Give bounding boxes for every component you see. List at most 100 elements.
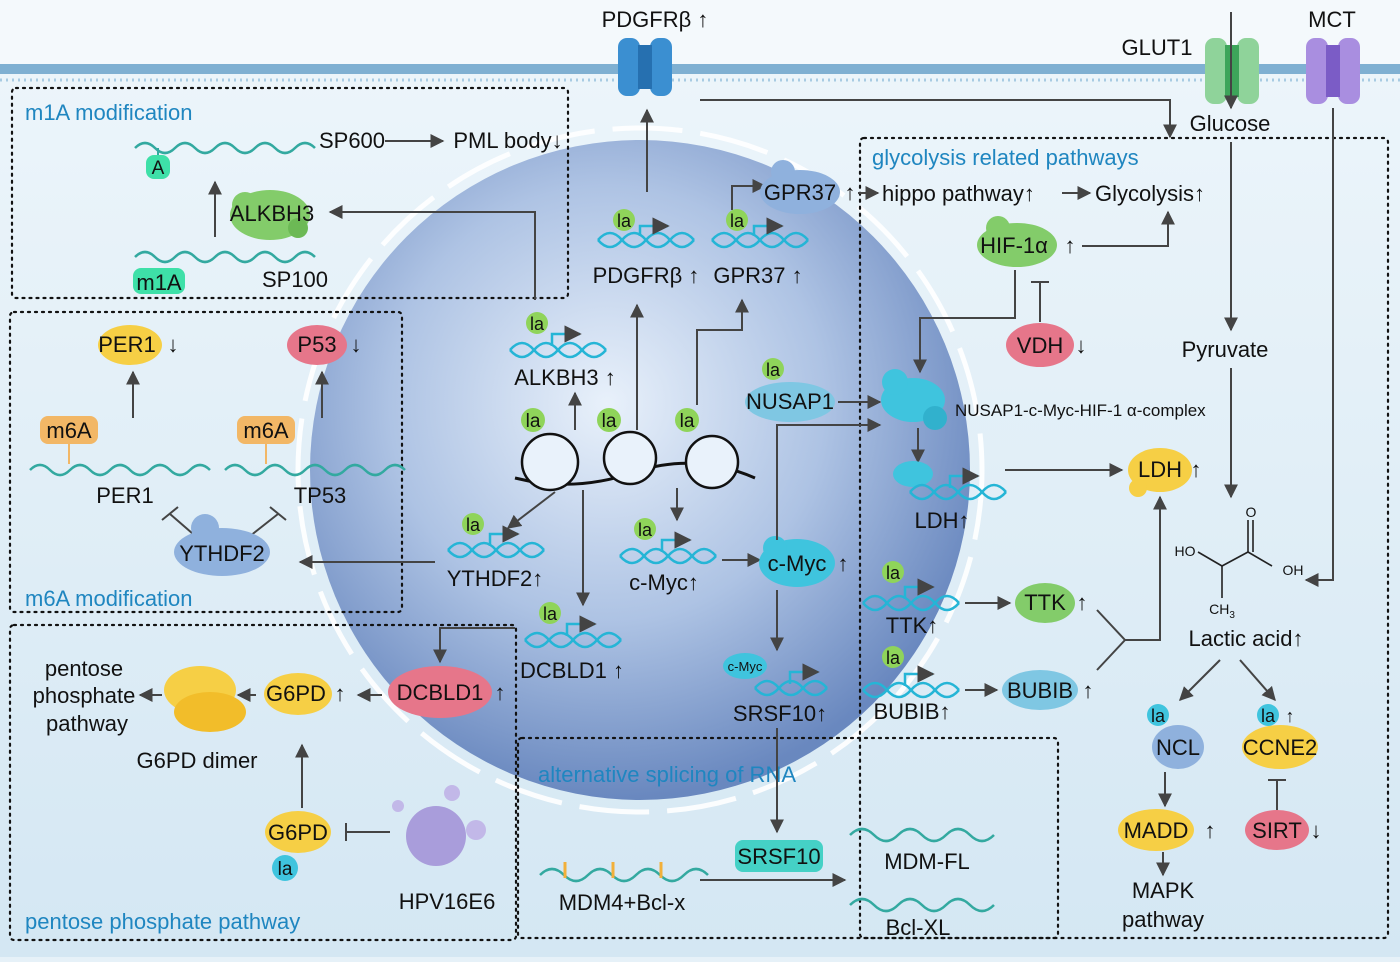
m1a-section-box: [10, 86, 570, 300]
alkbh3-protein: [230, 190, 310, 240]
dcbld1-gene-la: la: [543, 604, 558, 624]
mapk-label-2: pathway: [1122, 907, 1204, 932]
glucose-label: Glucose: [1190, 111, 1271, 136]
srsf10-gene-label: SRSF10↑: [733, 701, 827, 726]
sirt-protein: [1245, 810, 1309, 850]
gpr37-gene-label: GPR37 ↑: [713, 263, 802, 288]
bcl-xl-rna: [849, 897, 995, 913]
a-mark: [146, 155, 170, 179]
nucleosome-to-ythdf2-gene: [506, 491, 556, 529]
vdh-inhibits-hif1a: [1031, 281, 1049, 322]
extracellular-space: [0, 0, 1400, 64]
hif1a-protein: [977, 216, 1057, 267]
srsf10-cmyc-small-label: c-Myc: [728, 659, 763, 674]
per1-protein: [98, 325, 162, 365]
mct-to-lactate: [1304, 108, 1334, 587]
g6pd-bottom-protein: [265, 811, 331, 881]
vdh-label: VDH: [1017, 333, 1063, 358]
alkbh3-label: ALKBH3: [230, 201, 314, 226]
m6a-right-mark: [237, 416, 295, 444]
cmyc-to-complex: [776, 418, 882, 540]
hpv-inhibits-g6pd: [345, 823, 390, 841]
sirt-inhibits-ccne2: [1268, 779, 1286, 810]
gpr37-protein-label: GPR37: [764, 180, 836, 205]
g6pd-bottom-label: G6PD: [268, 820, 328, 845]
dcbld1-protein: [388, 666, 492, 718]
ccne2-la: la: [1261, 706, 1276, 726]
ccne2-protein: [1242, 704, 1318, 769]
dcbld1-gene: [524, 602, 622, 649]
sp100-label: SP100: [262, 267, 328, 292]
ttk-gene: [862, 561, 960, 612]
dcbld1-gene-label: DCBLD1 ↑: [520, 658, 624, 683]
mct-label: MCT: [1308, 7, 1356, 32]
alkbh3-gene-label: ALKBH3 ↑: [514, 365, 616, 390]
histone-la-2: la: [602, 411, 617, 432]
ppp-pentose-1: pentose: [45, 656, 123, 681]
pdgfrb-gene-label: PDGFRβ ↑: [593, 263, 700, 288]
ythdf2-gene: [447, 513, 545, 559]
ncl-label: NCL: [1156, 735, 1200, 760]
cmyc-protein-label: c-Myc: [768, 551, 827, 576]
sp100-rna: [134, 250, 316, 264]
cmyc-protein: [759, 536, 835, 587]
madd-up: ↑: [1205, 818, 1216, 843]
per1-gene-label: PER1: [96, 483, 153, 508]
ppp-section-box: [8, 623, 518, 942]
ythdf2-label: YTHDF2: [179, 541, 265, 566]
ccne2-la-up: ↑: [1286, 706, 1295, 726]
per1-down-arrow: ↓: [168, 332, 179, 357]
glycolysis-label: Glycolysis↑: [1095, 181, 1205, 206]
m1a-mark: [133, 268, 185, 294]
ncl-la: la: [1151, 706, 1166, 726]
hippo-label: hippo pathway↑: [882, 181, 1035, 206]
m6a-section-title: m6A modification: [25, 586, 193, 611]
ldh-label: LDH: [1138, 457, 1182, 482]
glut1-transporter: [1205, 38, 1259, 104]
ythdf2-protein: [174, 514, 270, 576]
histone-la-marks: [521, 408, 699, 432]
hif1a-up: ↑: [1065, 233, 1076, 258]
alkbh3-gene-la: la: [530, 314, 545, 334]
srsf10-label: SRSF10: [737, 844, 820, 869]
bubib-protein: [1002, 670, 1078, 710]
ldh-gene: [893, 461, 1007, 501]
bcl-xl-label: Bcl-XL: [886, 915, 951, 940]
bubib-label: BUBIB: [1007, 678, 1073, 703]
ythdf2-gene-label: YTHDF2↑: [447, 566, 544, 591]
glyco-section-box: [858, 136, 1390, 940]
cmyc-gene: [619, 518, 717, 565]
g6pd-bottom-la: la: [278, 859, 293, 880]
ppp-pentose-3: pathway: [46, 711, 128, 736]
ythdf2-gene-la: la: [466, 515, 481, 535]
vdh-down: ↓: [1076, 333, 1087, 358]
g6pd-top-label: G6PD: [266, 681, 326, 706]
pdgfrb-receptor: [618, 38, 672, 96]
hif1a-to-complex: [913, 270, 1016, 374]
lactic-o: O: [1246, 504, 1257, 520]
bubib-gene: [862, 646, 960, 699]
ldh-up: ↑: [1191, 457, 1202, 482]
gpr37-gene-la: la: [730, 211, 745, 231]
lactic-acid-structure: [1197, 520, 1273, 598]
mdm-fl-rna: [849, 827, 995, 843]
mdm-bcl-label: MDM4+Bcl-x: [559, 890, 686, 915]
cmyc-gene-label: c-Myc↑: [629, 570, 699, 595]
cmyc-gene-la: la: [638, 520, 653, 540]
hif1a-to-glycolysis: [1082, 210, 1175, 247]
sp600-label: SP600: [319, 128, 385, 153]
lactic-oh: OH: [1283, 562, 1304, 578]
m6a-right-label: m6A: [243, 418, 289, 443]
g6pd-dimer-label: G6PD dimer: [136, 748, 257, 773]
g6pd-dimer: [164, 666, 246, 732]
ttk-protein: [1015, 583, 1075, 623]
hpv16e6-label: HPV16E6: [399, 889, 496, 914]
splice-site-marks: [563, 862, 663, 878]
dcbld1-label: DCBLD1: [397, 680, 484, 705]
bubib-gene-la: la: [886, 648, 901, 668]
hif1a-label: HIF-1α: [980, 233, 1048, 258]
nucleosome-to-gpr37-gene: [696, 298, 749, 405]
ppp-section-title: pentose phosphate pathway: [25, 909, 300, 934]
nuclear-envelope: [295, 125, 985, 815]
